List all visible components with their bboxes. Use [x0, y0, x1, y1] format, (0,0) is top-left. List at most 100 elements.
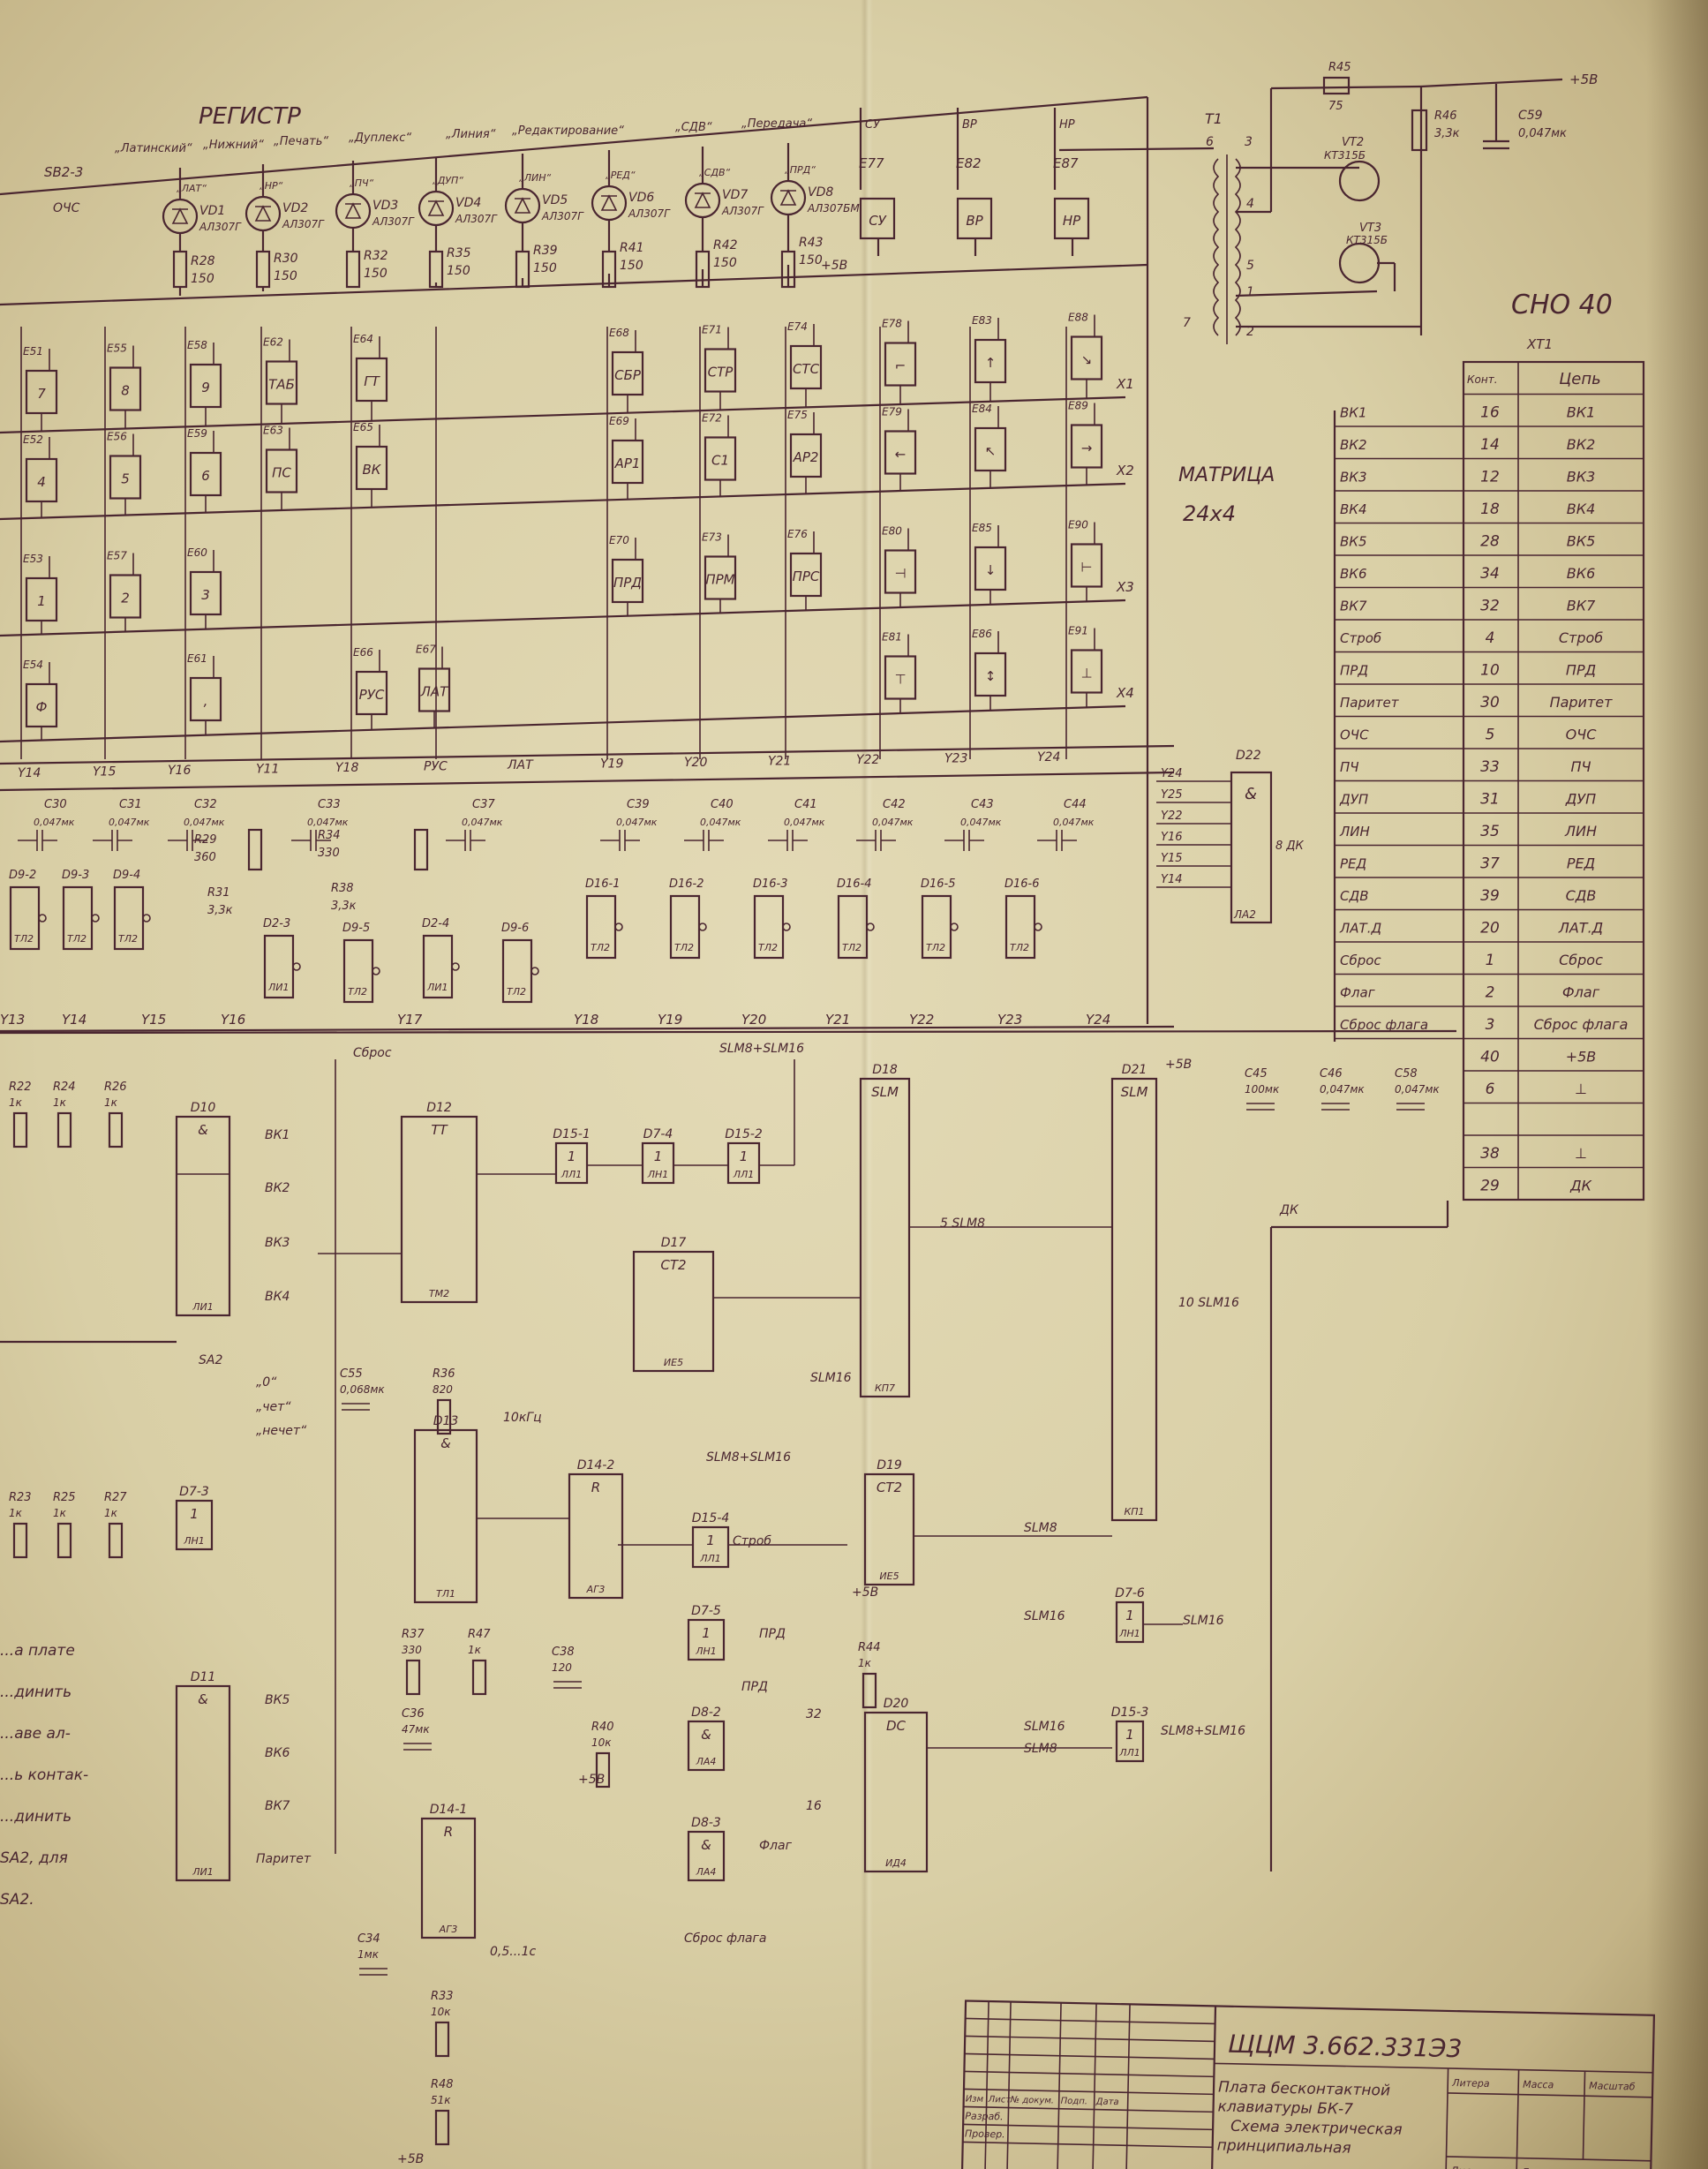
d22-output: 8 ДК [1275, 840, 1305, 853]
paper-edge-shadow [1646, 0, 1708, 2169]
signal-label: ВК7 [265, 1799, 290, 1813]
gate-ref: D9-4 [113, 869, 140, 882]
chip-type: ИД4 [885, 1857, 907, 1869]
key-label: СТР [708, 365, 734, 380]
switch-label: ОЧС [53, 201, 80, 215]
pin-number: 3 [1486, 1016, 1495, 1034]
led-tag: „ЛИН“ [519, 172, 551, 184]
wire [962, 2141, 1213, 2149]
wire [0, 704, 1126, 743]
resistor-value: 150 [799, 253, 823, 267]
key-label: СБР [614, 367, 642, 383]
y-signal-bottom: Y17 [397, 1012, 423, 1028]
capacitor-ref: C31 [119, 798, 142, 811]
key-label: ↕ [985, 668, 997, 684]
key-ref: E72 [702, 412, 722, 425]
signal-label: Паритет [256, 1852, 312, 1866]
wire-net-label: ЛИН [1339, 824, 1370, 840]
y-signal-bottom: Y24 [1086, 1012, 1110, 1028]
resistor-icon [247, 828, 263, 871]
wire-net-label: РЕД [1340, 856, 1367, 872]
wire [1446, 2156, 1652, 2162]
signal-label: SLM8+SLM16 [719, 1042, 804, 1056]
net-name: ВК7 [1567, 598, 1596, 614]
passive-value: 51к [431, 2094, 451, 2106]
passive-ref: C36 [402, 1707, 425, 1721]
chip-type: ТЛ1 [436, 1588, 455, 1600]
resistor-icon [255, 250, 271, 289]
key-label: , [204, 693, 208, 709]
led-ref: VD4 [455, 196, 481, 210]
passive-value: 10к [591, 1736, 612, 1749]
wire-net-label: ВК1 [1340, 405, 1366, 421]
chip-D8-2: D8-2&ЛА4 [687, 1706, 726, 1772]
gate-type: ТЛ2 [67, 933, 87, 945]
key-ref: E59 [187, 427, 207, 440]
resistor-ref: R43 [799, 236, 824, 250]
key-E78: ⌐E78 [882, 318, 917, 405]
y-signal-top: Y14 [18, 766, 41, 780]
diode-symbol-icon [694, 192, 711, 208]
led-type: АЛ307Г [628, 207, 671, 220]
capacitor-ref: C44 [1064, 798, 1087, 811]
pin-number: 16 [1480, 404, 1500, 422]
signal-label: SLM8 [1024, 1521, 1057, 1535]
signal-label: 10кГц [503, 1411, 542, 1425]
passive-value: 10к [431, 2006, 451, 2018]
signal-label: SLM8 [1024, 1742, 1057, 1756]
title-block-column: Подп. [1061, 2097, 1088, 2107]
mode-label: „Нижний“ [203, 139, 264, 152]
key-label: Ф [36, 699, 48, 715]
chip-function: 1 [654, 1149, 663, 1164]
mode-label: „Печать“ [274, 135, 328, 148]
row-label: X3 [1116, 579, 1134, 595]
d22-input: Y16 [1161, 831, 1182, 844]
diode-symbol-icon [779, 189, 797, 206]
y-signal-top: Y22 [856, 753, 879, 767]
net-name: СДВ [1566, 887, 1597, 904]
y-signal-top: Y11 [256, 763, 279, 777]
chip-type: ЛН1 [695, 1646, 717, 1657]
led-ref: VD2 [282, 201, 308, 215]
chip-ref: D20 [884, 1697, 909, 1711]
key-ref: E83 [972, 314, 992, 327]
key-label: СТС [793, 361, 820, 377]
led-type: АЛ307Г [372, 215, 415, 228]
y-signal-bottom: Y18 [574, 1012, 598, 1028]
wire-net-label: ВК7 [1340, 599, 1367, 614]
key-ref: E69 [609, 415, 629, 427]
wire-net-label: Строб [1340, 630, 1381, 646]
gate-ref: D9-2 [9, 869, 36, 882]
resistor-ref: R41 [620, 241, 644, 255]
passive-value: 330 [402, 1644, 422, 1656]
signal-label: Строб [733, 1534, 771, 1548]
wire [1582, 2071, 1586, 2160]
y-signal-top: Y24 [1037, 750, 1060, 764]
chip-type: ЛЛ1 [699, 1553, 721, 1564]
transistor-ref: VT2 [1342, 136, 1364, 149]
gate-ref: D16-2 [669, 877, 704, 891]
signal-label: ВК6 [265, 1746, 290, 1760]
supply-label: +5В [1569, 72, 1598, 87]
inverter-bubble-icon [142, 914, 151, 923]
signal-label: 10 SLM16 [1178, 1296, 1239, 1310]
wire-net-label: ВК2 [1340, 437, 1366, 453]
register-title: РЕГИСТР [199, 103, 301, 130]
led-type: АЛ307Г [541, 210, 584, 222]
led-ref: VD1 [199, 204, 225, 218]
capacitor-value: 0,047мк [34, 817, 75, 828]
pin-number: 1 [1486, 952, 1495, 969]
passive-value: 1к [53, 1507, 67, 1519]
